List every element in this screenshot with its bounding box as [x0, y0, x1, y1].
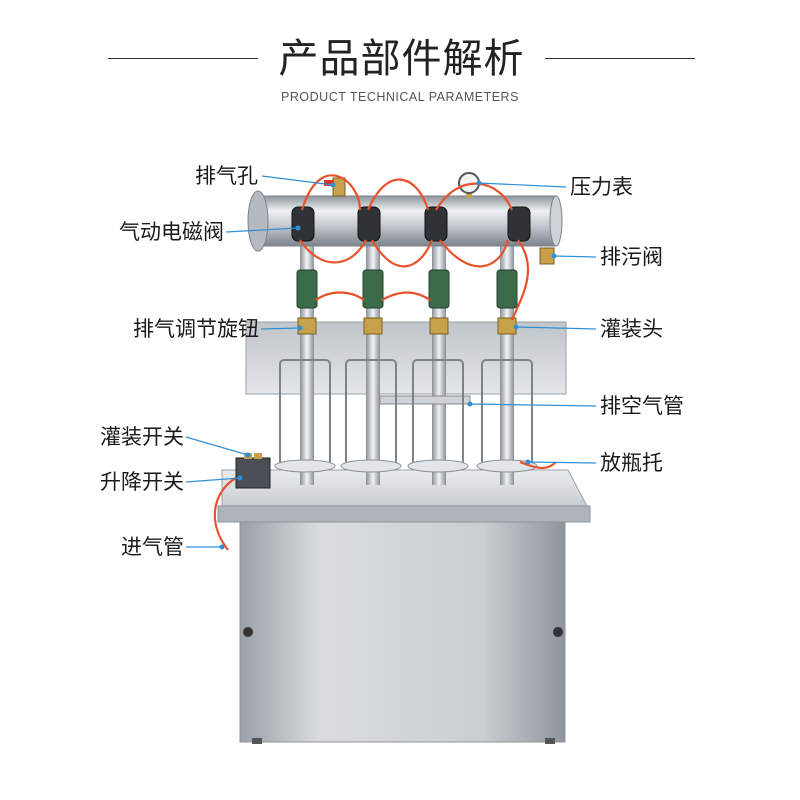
air-hose-1 [300, 174, 362, 211]
bottle-tray-1 [274, 459, 336, 473]
leader-line-drain [553, 255, 597, 258]
lift-switch-button [254, 453, 262, 459]
filling-head-3 [429, 317, 449, 335]
leader-line-vent [261, 175, 334, 186]
leader-dot-exhaust [467, 401, 473, 407]
vent-fitting [332, 177, 346, 197]
valve-cylinder-3 [428, 269, 450, 309]
leader-line-filling-head [515, 326, 597, 330]
leader-dot-gauge [476, 180, 482, 186]
leader-line-tray [527, 461, 597, 464]
manifold-right-end [549, 195, 563, 247]
air-hose-7 [510, 239, 530, 321]
back-panel [245, 321, 567, 395]
solenoid-valve-4 [507, 206, 531, 242]
leader-line-lift-switch [185, 477, 241, 483]
label-exhaust-air-pipe: 排空气管 [600, 394, 684, 418]
filling-head-2 [363, 317, 383, 335]
vent-valve-handle [324, 180, 334, 186]
leader-dot-tray [525, 459, 531, 465]
cabinet-body [239, 519, 566, 743]
leader-line-knob [260, 327, 301, 330]
label-pressure-gauge: 压力表 [570, 175, 633, 199]
leader-dot-knob [297, 325, 303, 331]
solenoid-valve-3 [424, 206, 448, 242]
table-edge [217, 505, 591, 523]
air-hose-9 [381, 291, 431, 301]
leader-line-exhaust [469, 403, 597, 407]
solenoid-valve-2 [357, 206, 381, 242]
label-air-inlet-pipe: 进气管 [121, 535, 184, 559]
filling-head-1 [297, 317, 317, 335]
page-title: 产品部件解析 [278, 36, 525, 82]
bottle-tray-3 [407, 459, 469, 473]
filling-head-4 [497, 317, 517, 335]
label-bottle-tray: 放瓶托 [600, 451, 663, 475]
cabinet-foot-left [252, 738, 262, 744]
air-hose-8 [315, 291, 365, 301]
label-drain-valve: 排污阀 [600, 245, 663, 269]
label-filling-switch: 灌装开关 [100, 425, 184, 449]
header: 产品部件解析 PRODUCT TECHNICAL PARAMETERS [0, 0, 800, 120]
label-lift-switch: 升降开关 [100, 470, 184, 494]
label-pneumatic-solenoid-valve: 气动电磁阀 [119, 220, 224, 244]
control-box [235, 457, 271, 489]
table-top [221, 469, 589, 509]
cabinet-knob-right [553, 627, 563, 637]
label-exhaust-adjust-knob: 排气调节旋钮 [133, 317, 259, 341]
air-hose-2 [366, 178, 430, 211]
label-filling-head: 灌装头 [600, 317, 663, 341]
leader-line-fill-switch [185, 436, 249, 456]
leader-dot-air-inlet [219, 544, 225, 550]
leader-dot-solenoid [295, 225, 301, 231]
cabinet-foot-right [545, 738, 555, 744]
valve-cylinder-2 [362, 269, 384, 309]
air-hose-5 [371, 239, 434, 268]
air-hose-6 [439, 239, 510, 268]
page-subtitle: PRODUCT TECHNICAL PARAMETERS [281, 90, 519, 104]
title-rule-left [108, 58, 258, 59]
leader-dot-filling-head [513, 324, 519, 330]
cabinet-knob-left [243, 627, 253, 637]
leader-dot-lift-switch [237, 475, 243, 481]
air-hose-tray [519, 460, 557, 470]
valve-cylinder-4 [496, 269, 518, 309]
leader-line-solenoid [225, 227, 299, 233]
exhaust-tube [379, 395, 471, 405]
bottle-tray-2 [340, 459, 402, 473]
air-hose-4 [299, 239, 367, 264]
leader-dot-fill-switch [245, 452, 251, 458]
air-hose-inlet [213, 477, 237, 551]
leader-dot-drain [551, 253, 557, 259]
label-vent-hole: 排气孔 [195, 164, 258, 188]
manifold-end-cap [247, 190, 269, 252]
leader-dot-vent [330, 182, 336, 188]
valve-cylinder-1 [296, 269, 318, 309]
leader-line-gauge [478, 182, 567, 188]
solenoid-valve-1 [291, 206, 315, 242]
title-rule-right [545, 58, 695, 59]
